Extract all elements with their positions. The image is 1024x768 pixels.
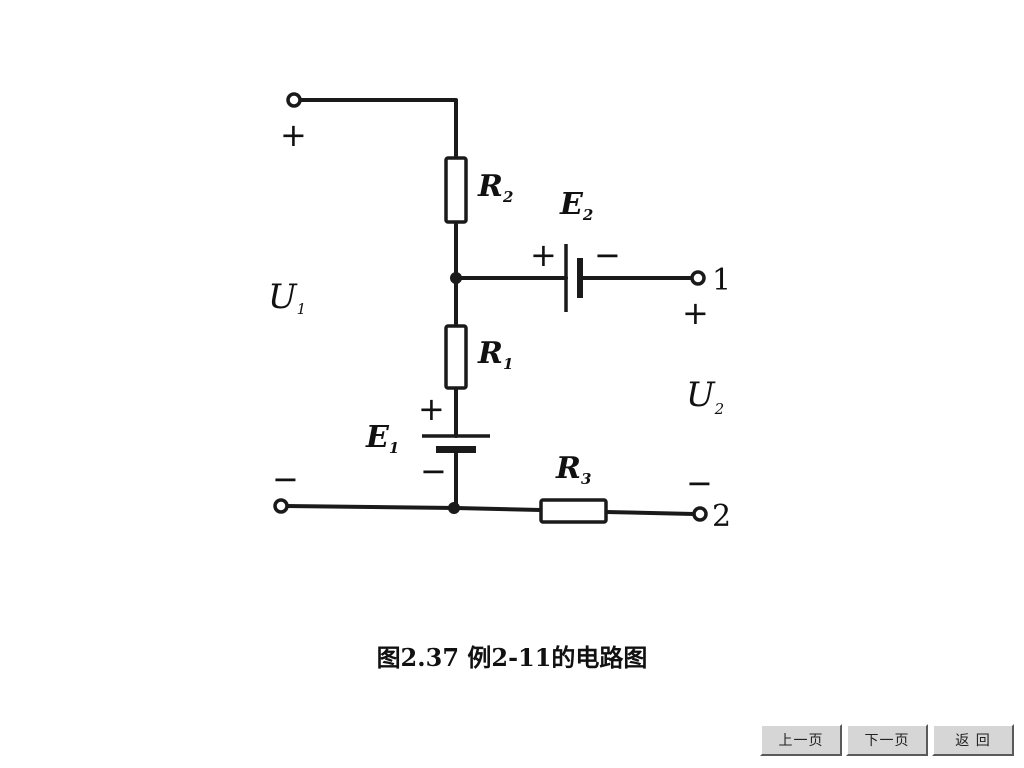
label-r3: R3: [555, 451, 591, 488]
terminal-input-bottom: [273, 498, 289, 514]
label-terminal-1: 1: [712, 263, 731, 298]
label-u2: U2: [686, 375, 724, 418]
terminal-2: [692, 506, 708, 522]
resistor-r1: [444, 324, 468, 390]
junction-node-middle: [450, 272, 462, 284]
sign-minus-u2: −: [686, 464, 713, 502]
wire-r3-to-terminal2: [604, 510, 696, 516]
prev-page-button[interactable]: 上一页: [760, 724, 842, 756]
label-e2: E2: [559, 187, 593, 224]
sign-minus-u1: −: [272, 460, 299, 498]
sign-plus-e2: +: [530, 236, 557, 274]
sign-plus-u1: +: [280, 116, 307, 154]
label-r2: R2: [477, 169, 513, 206]
battery-e1: [422, 434, 490, 453]
slide-navigation: 上一页 下一页 返 回: [760, 724, 1020, 758]
figure-caption: 图2.37 例2-11的电路图: [376, 643, 648, 672]
resistor-r2: [444, 156, 468, 224]
battery-e2: [564, 244, 583, 312]
sign-minus-e2: −: [594, 236, 621, 274]
wire-bottom-input: [284, 504, 458, 510]
label-terminal-2: 2: [712, 499, 731, 534]
sign-plus-e1: +: [418, 390, 445, 428]
label-e1: E1: [365, 420, 399, 457]
wire-node-to-r3: [454, 506, 543, 512]
next-page-button[interactable]: 下一页: [846, 724, 928, 756]
terminal-input-top: [286, 92, 302, 108]
return-button[interactable]: 返 回: [932, 724, 1014, 756]
sign-minus-e1: −: [420, 452, 447, 490]
circuit-diagram: R2 E2 R1 E1 R3 U1 U2 1 2 + − + − + − + −: [268, 92, 731, 534]
sign-plus-u2: +: [682, 294, 709, 332]
terminal-1: [690, 270, 706, 286]
label-u1: U1: [268, 277, 306, 318]
wires: [284, 98, 696, 516]
junction-node-bottom: [448, 502, 460, 514]
resistor-r3: [539, 498, 608, 524]
label-r1: R1: [477, 336, 513, 373]
wire-top-input: [298, 98, 458, 160]
